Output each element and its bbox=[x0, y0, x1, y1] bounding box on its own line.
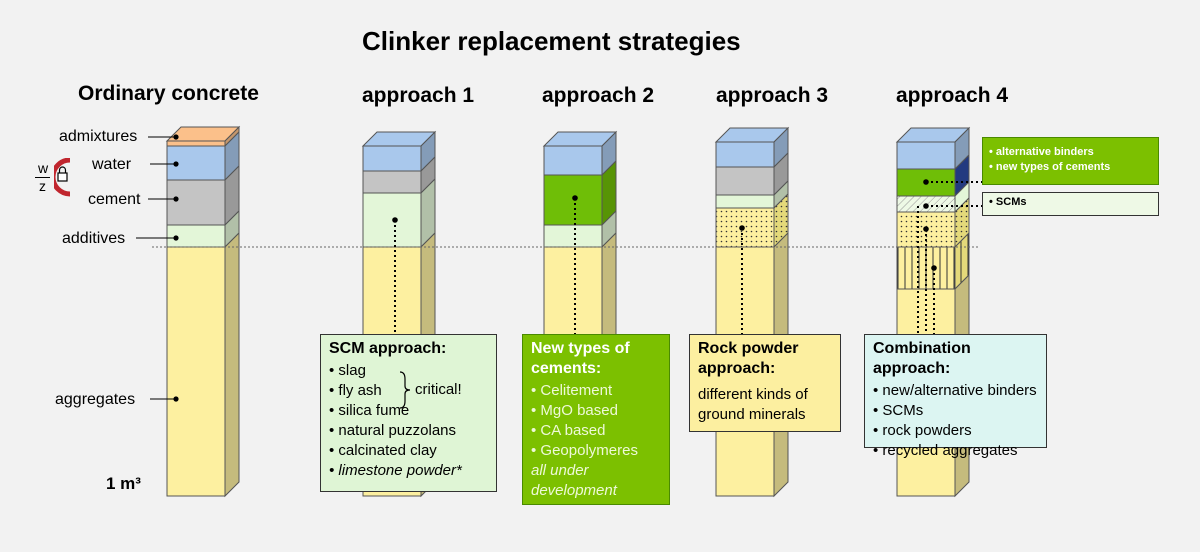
connector-a4-recycled-dot bbox=[931, 265, 937, 271]
newcem-list: Celitement MgO based CA based Geopolymer… bbox=[531, 381, 661, 461]
critical-note: critical! bbox=[415, 381, 462, 398]
label-aggregates: aggregates bbox=[55, 391, 136, 408]
wz-fraction-bar bbox=[35, 177, 50, 178]
list-item: MgO based bbox=[531, 401, 661, 421]
list-item: rock powders bbox=[873, 421, 1038, 441]
newcem-note: all under development bbox=[531, 462, 617, 499]
layer-aggregates bbox=[166, 246, 226, 497]
layer-additives bbox=[362, 192, 422, 248]
layer-rock-powder bbox=[715, 207, 775, 248]
layer-new-cement bbox=[543, 174, 603, 226]
header-approach-4: approach 4 bbox=[896, 84, 1009, 107]
label-water: water bbox=[92, 156, 132, 173]
layer-water bbox=[543, 145, 603, 176]
label-cement: cement bbox=[88, 191, 141, 208]
list-item: new types of cements bbox=[989, 160, 1152, 175]
leader-additives-dot bbox=[173, 235, 179, 241]
layer-water bbox=[715, 141, 775, 168]
header-approach-1: approach 1 bbox=[362, 84, 475, 107]
layer-cement bbox=[166, 179, 226, 226]
critical-brace-icon bbox=[399, 371, 411, 409]
layer-cement bbox=[715, 166, 775, 196]
alt-binders-box: alternative binders new types of cements bbox=[982, 137, 1159, 185]
layer-additives bbox=[543, 224, 603, 248]
rock-box-title: Rock powder approach: bbox=[698, 340, 799, 377]
label-admixtures: admixtures bbox=[59, 128, 138, 145]
header-approach-2: approach 2 bbox=[542, 84, 655, 107]
lock-icon bbox=[54, 158, 71, 197]
page-title: Clinker replacement strategies bbox=[362, 26, 741, 56]
list-item: fly ash bbox=[329, 381, 488, 401]
list-item: alternative binders bbox=[989, 145, 1152, 160]
list-item: calcinated clay bbox=[329, 441, 488, 461]
connector-approach-2-dot bbox=[572, 195, 578, 201]
wz-w: w bbox=[38, 160, 49, 176]
combo-list: new/alternative binders SCMs rock powder… bbox=[873, 381, 1038, 461]
combo-box-title: Combination approach: bbox=[873, 340, 971, 377]
connector-a4-rock-dot bbox=[923, 226, 929, 232]
scm-list: slag fly ash silica fume natural puzzola… bbox=[329, 361, 488, 481]
layer-recycled-aggregates bbox=[896, 246, 956, 290]
list-item: natural puzzolans bbox=[329, 421, 488, 441]
label-additives: additives bbox=[62, 230, 126, 247]
leader-aggregates-dot bbox=[173, 396, 179, 402]
layer-water bbox=[362, 145, 422, 172]
header-ordinary: Ordinary concrete bbox=[78, 82, 259, 105]
header-approach-3: approach 3 bbox=[716, 84, 829, 107]
connector-a4-binders-dot bbox=[923, 179, 929, 185]
leader-admixtures-dot bbox=[173, 134, 179, 140]
new-cements-box: New types of cements: Celitement MgO bas… bbox=[522, 334, 670, 505]
wz-z: z bbox=[39, 178, 46, 194]
list-item: recycled aggregates bbox=[873, 441, 1038, 461]
volume-label: 1 m³ bbox=[106, 474, 141, 493]
rock-powder-box: Rock powder approach: different kinds of… bbox=[689, 334, 841, 432]
connector-approach-3-dot bbox=[739, 225, 745, 231]
list-item: limestone powder* bbox=[329, 461, 488, 481]
layer-water bbox=[896, 141, 956, 170]
layer-additives bbox=[715, 194, 775, 209]
combination-box: Combination approach: new/alternative bi… bbox=[864, 334, 1047, 459]
column-approach-3 bbox=[714, 126, 790, 498]
list-item: SCMs bbox=[989, 195, 1152, 210]
scm-box-title: SCM approach: bbox=[329, 340, 447, 357]
list-item: new/alternative binders bbox=[873, 381, 1038, 401]
rock-box-text: different kinds of ground minerals bbox=[698, 386, 808, 423]
layer-side-aggregates bbox=[224, 231, 240, 498]
layer-cement bbox=[362, 170, 422, 194]
newcem-box-title: New types of cements: bbox=[531, 340, 630, 377]
scm-approach-box: SCM approach: slag fly ash silica fume n… bbox=[320, 334, 497, 492]
list-item: CA based bbox=[531, 421, 661, 441]
list-item: Celitement bbox=[531, 381, 661, 401]
list-item: silica fume bbox=[329, 401, 488, 421]
column-ordinary bbox=[165, 125, 241, 498]
list-item: slag bbox=[329, 361, 488, 381]
layer-admixtures bbox=[166, 140, 226, 147]
scms-side-box: SCMs bbox=[982, 192, 1159, 216]
list-item: Geopolymeres bbox=[531, 441, 661, 461]
connector-approach-1-dot bbox=[392, 217, 398, 223]
connector-a4-scm-dot bbox=[923, 203, 929, 209]
list-item: SCMs bbox=[873, 401, 1038, 421]
leader-cement-dot bbox=[173, 196, 179, 202]
leader-water-dot bbox=[173, 161, 179, 167]
